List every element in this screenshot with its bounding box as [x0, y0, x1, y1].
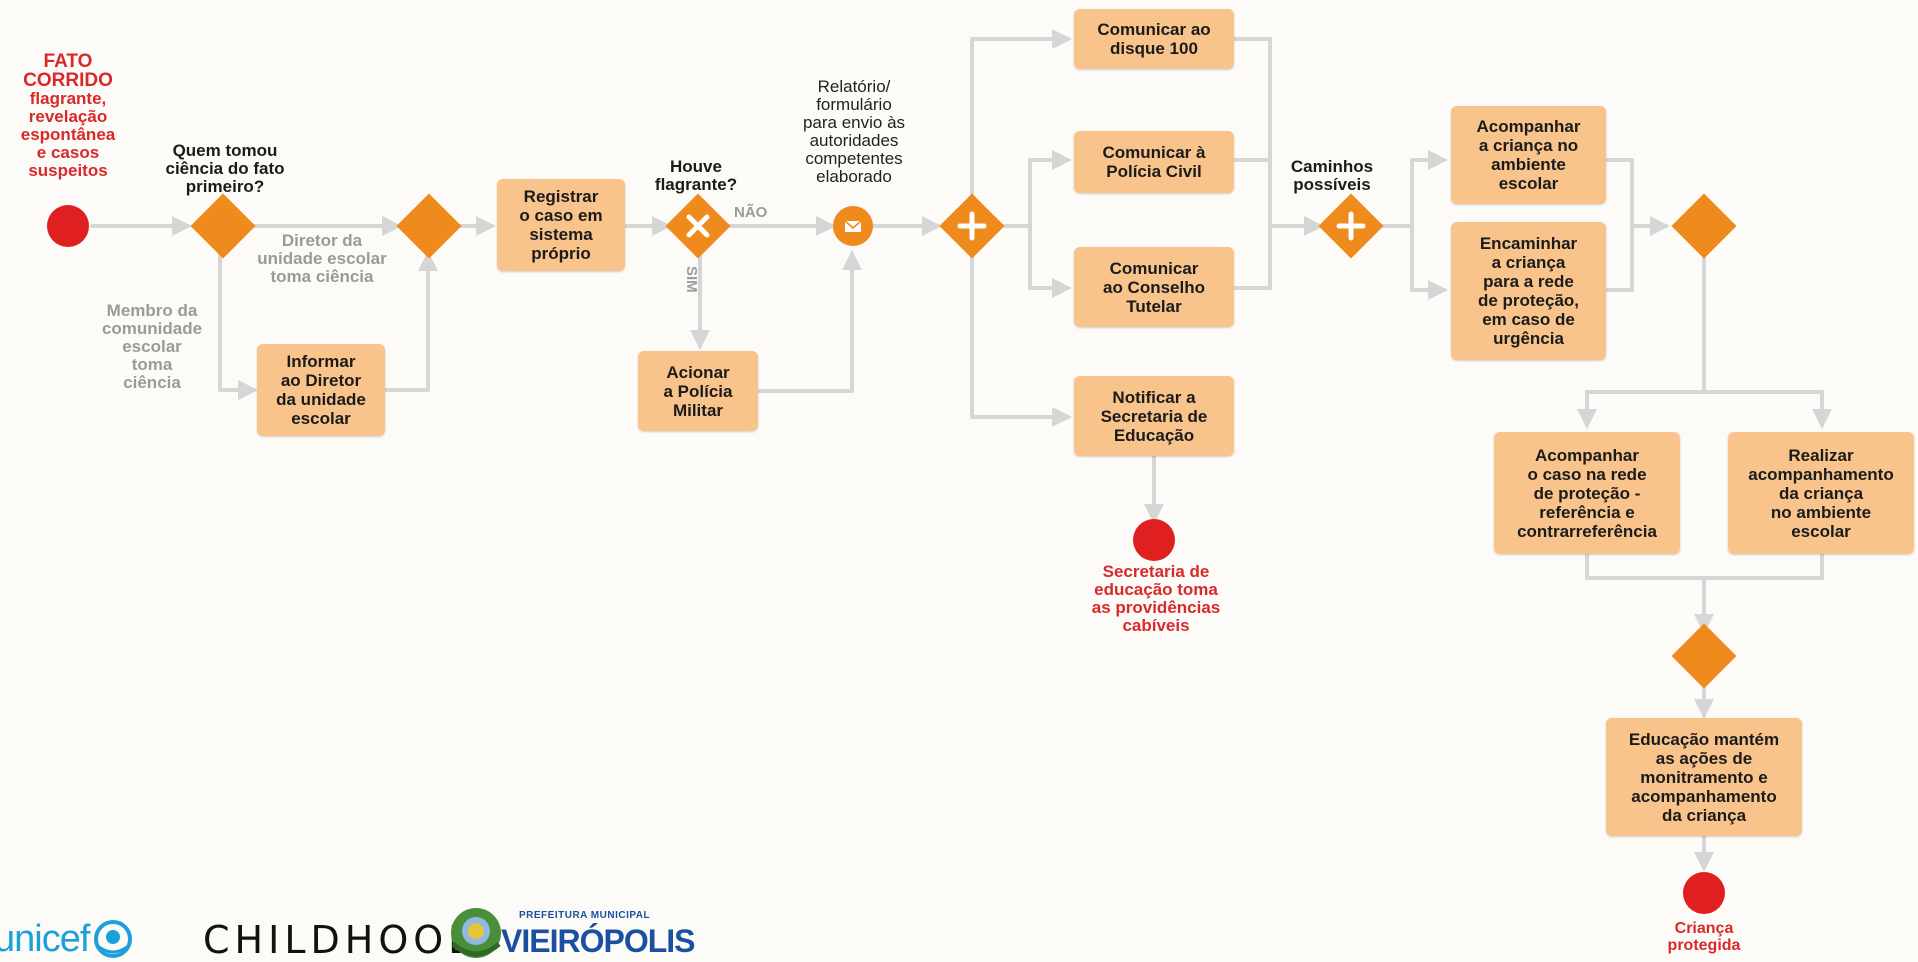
task-police-military: Acionar a Polícia Militar	[638, 351, 758, 431]
branch-label-no: NÃO	[734, 204, 768, 221]
branch-label-member: Membro da comunidade escolar toma ciênci…	[101, 301, 203, 392]
x-gateway-icon	[686, 214, 710, 238]
prefeitura-top-label: PREFEITURA MUNICIPAL	[519, 910, 651, 921]
gateway-flagrant	[665, 193, 731, 259]
task-education-monitoring: Educação mantém as ações de monitramento…	[1606, 718, 1802, 836]
start-event-subtitle: flagrante, revelação espontânea e casos …	[20, 89, 116, 180]
end-event-secretaria-circle	[1133, 519, 1175, 561]
gateway-merge-right	[1671, 193, 1737, 259]
task-disque100: Comunicar ao disque 100	[1074, 9, 1234, 69]
globe-icon	[94, 920, 133, 958]
plus-gateway-icon	[1336, 211, 1366, 241]
task-follow-school: Acompanhar a criança no ambiente escolar	[1451, 106, 1606, 204]
gateway-paths	[1318, 193, 1384, 259]
task-conselho-tutelar: Comunicar ao Conselho Tutelar	[1074, 247, 1234, 327]
start-event-title: FATO CORRIDO	[23, 51, 113, 91]
gateway-parallel-split	[939, 193, 1005, 259]
task-refer-network: Encaminhar a criança para a rede de prot…	[1451, 222, 1606, 360]
branch-label-yes: SIM	[683, 266, 700, 293]
envelope-icon	[844, 220, 862, 232]
branch-label-director: Diretor da unidade escolar toma ciência	[257, 231, 387, 286]
childhood-logo: CHILDHOOD	[203, 918, 483, 962]
message-event	[833, 206, 873, 246]
end-event-protected-label: Criança protegida	[1667, 920, 1741, 954]
gateway-who-first	[190, 193, 256, 259]
report-label: Relatório/ formulário para envio às auto…	[802, 77, 906, 186]
question-who-first: Quem tomou ciência do fato primeiro?	[165, 141, 285, 196]
prefeitura-name: VIEIRÓPOLIS	[501, 923, 695, 959]
task-follow-network: Acompanhar o caso na rede de proteção - …	[1494, 432, 1680, 554]
end-event-protected-circle	[1683, 872, 1725, 914]
prefeitura-logo: PREFEITURA MUNICIPAL VIEIRÓPOLIS	[447, 900, 695, 962]
task-register: Registrar o caso em sistema próprio	[497, 179, 625, 271]
task-notify-secretaria: Notificar a Secretaria de Educação	[1074, 376, 1234, 456]
unicef-logo: unicef	[0, 916, 135, 962]
plus-gateway-icon	[957, 211, 987, 241]
task-follow-up-school: Realizar acompanhamento da criança no am…	[1728, 432, 1914, 554]
start-event-circle	[47, 205, 89, 247]
unicef-wordmark: unicef	[0, 917, 90, 960]
question-flagrant: Houve flagrante?	[654, 157, 738, 194]
task-policia-civil: Comunicar à Polícia Civil	[1074, 131, 1234, 193]
end-event-secretaria-label: Secretaria de educação toma as providênc…	[1091, 562, 1221, 635]
gateway-merge-director	[396, 193, 462, 259]
prefeitura-emblem-icon	[451, 908, 501, 958]
task-inform-director: Informar ao Diretor da unidade escolar	[257, 344, 385, 436]
question-paths: Caminhos possíveis	[1290, 157, 1374, 194]
gateway-merge-bottom	[1671, 623, 1737, 689]
